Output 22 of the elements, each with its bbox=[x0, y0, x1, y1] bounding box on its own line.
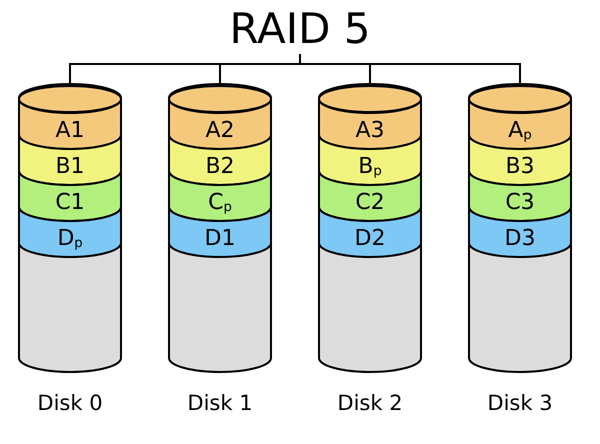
block-label: B2 bbox=[204, 156, 236, 178]
block-label: C3 bbox=[504, 192, 536, 214]
block-label: D$_{p}$ bbox=[56, 228, 84, 250]
block-label: B3 bbox=[504, 156, 536, 178]
block-label: A2 bbox=[204, 120, 236, 142]
block-label: A3 bbox=[354, 120, 386, 142]
block-label: B$_{p}$ bbox=[357, 156, 383, 178]
block-label: D1 bbox=[204, 228, 236, 250]
block-label: C2 bbox=[354, 192, 386, 214]
disk-label: Disk 0 bbox=[36, 393, 104, 414]
disk-label: Disk 2 bbox=[336, 393, 404, 414]
block-label: C$_{p}$ bbox=[207, 192, 233, 214]
block-label: B1 bbox=[54, 156, 86, 178]
disk-label: Disk 3 bbox=[486, 393, 554, 414]
heading: RAID 5 bbox=[228, 8, 372, 50]
block-label: D2 bbox=[354, 228, 386, 250]
block-label: A1 bbox=[54, 120, 86, 142]
block-label: D3 bbox=[504, 228, 536, 250]
block-label: A$_{p}$ bbox=[507, 120, 533, 142]
disk-label: Disk 1 bbox=[186, 393, 254, 414]
connector-line bbox=[299, 54, 521, 83]
block-label: C1 bbox=[54, 192, 86, 214]
